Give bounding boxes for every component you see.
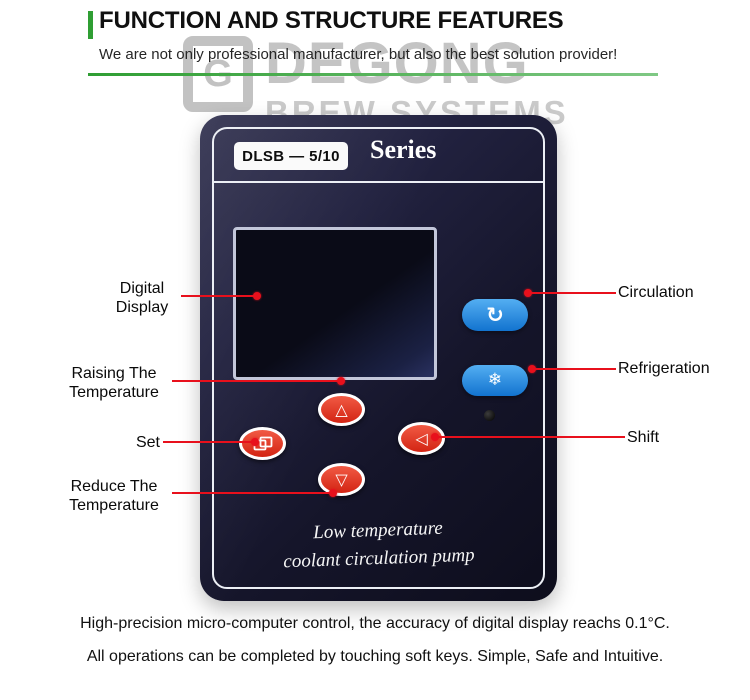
- reduce-temperature-button: ▽: [318, 463, 365, 496]
- footer-feature-line-1: High-precision micro-computer control, t…: [80, 615, 670, 632]
- callout-label-set: Set: [135, 434, 160, 451]
- callout-line-circulation: [531, 292, 616, 294]
- panel-header-divider: [212, 181, 545, 183]
- page-title: FUNCTION AND STRUCTURE FEATURES: [99, 7, 564, 34]
- callout-line-refrigeration: [535, 368, 616, 370]
- snowflake-icon: ❄: [487, 370, 503, 390]
- callout-label-reduce-temperature: Reduce The Temperature: [69, 478, 159, 515]
- up-arrow-icon: △: [335, 399, 348, 419]
- down-arrow-icon: ▽: [335, 469, 348, 489]
- callout-dot-refrigeration: [528, 365, 536, 373]
- circulation-button: ↻: [462, 299, 528, 331]
- callout-dot-raising-temperature: [337, 377, 345, 385]
- left-arrow-icon: ◁: [415, 428, 428, 448]
- green-accent-bar: [88, 11, 93, 39]
- divider-line: [88, 73, 658, 76]
- callout-line-set: [163, 441, 253, 443]
- callout-line-digital-display: [181, 295, 254, 297]
- brand-name: DEGONG: [265, 31, 529, 96]
- callout-dot-circulation: [524, 289, 532, 297]
- callout-line-reduce-temperature: [172, 492, 332, 494]
- callout-dot-set: [251, 438, 259, 446]
- callout-label-refrigeration: Refrigeration: [618, 360, 710, 377]
- page-subtitle: We are not only professional manufacture…: [99, 46, 618, 63]
- circulation-icon: ↻: [486, 302, 504, 327]
- callout-label-raising-temperature: Raising The Temperature: [69, 365, 159, 402]
- raise-temperature-button: △: [318, 393, 365, 426]
- panel-inner-border: [212, 127, 545, 589]
- control-panel: DLSB — 5/10 Series ↻ ❄ △ ◁ ▽ Low temper: [200, 115, 557, 601]
- callout-label-shift: Shift: [627, 429, 660, 446]
- callout-dot-shift: [431, 433, 439, 441]
- refrigeration-button: ❄: [462, 365, 528, 396]
- footer-feature-line-2: All operations can be completed by touch…: [86, 648, 664, 665]
- indicator-led: [484, 410, 495, 421]
- model-text: DLSB — 5/10: [242, 147, 340, 165]
- callout-label-circulation: Circulation: [618, 284, 694, 301]
- callout-line-shift: [438, 436, 625, 438]
- callout-label-digital-display: Digital Display: [115, 280, 169, 317]
- digital-display-screen: [233, 227, 437, 380]
- callout-line-raising-temperature: [172, 380, 340, 382]
- set-button: [239, 427, 286, 460]
- callout-dot-reduce-temperature: [329, 489, 337, 497]
- callout-dot-digital-display: [253, 292, 261, 300]
- series-label: Series: [370, 135, 437, 164]
- model-label: DLSB — 5/10: [234, 142, 348, 170]
